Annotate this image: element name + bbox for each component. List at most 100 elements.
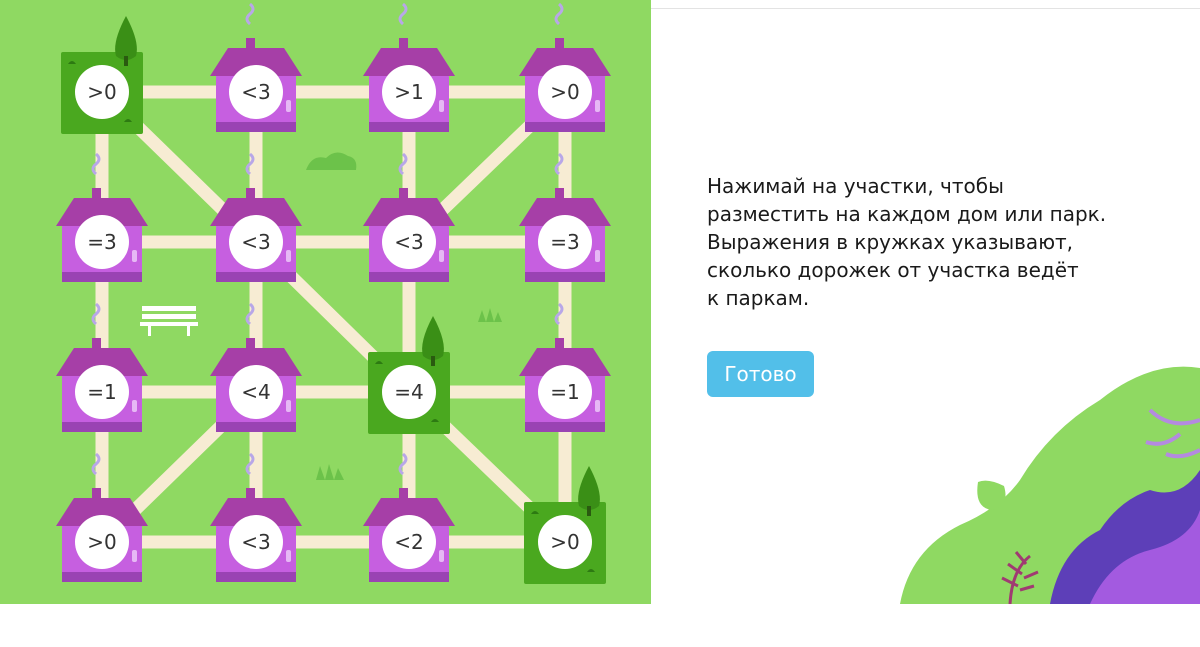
house-tile[interactable]: <4 (210, 302, 302, 432)
house-roof (210, 498, 302, 526)
house-tile[interactable]: =1 (56, 302, 148, 432)
smoke-icon (245, 452, 255, 476)
chimney (555, 38, 564, 52)
smoke-icon (554, 2, 564, 26)
house-roof (363, 498, 455, 526)
smoke-icon (554, 152, 564, 176)
tile-label: <3 (241, 80, 270, 104)
tiles-layer: >0 <3 >1 >0 =3 <3 <3 =3 =1 <4 =4 =1 >0 <3 <2 >0 (56, 2, 611, 584)
value-circle (229, 215, 283, 269)
tree-trunk (431, 356, 435, 366)
tile-label: =1 (87, 380, 116, 404)
decorative-foliage (900, 360, 1200, 605)
house-roof (363, 198, 455, 226)
house-base (216, 572, 296, 582)
value-circle (538, 65, 592, 119)
instruction-line: Выражения в кружках указывают, (707, 230, 1074, 254)
value-circle (229, 65, 283, 119)
house-tile[interactable]: >0 (519, 2, 611, 132)
house-base (525, 122, 605, 132)
chimney (399, 488, 408, 502)
window (439, 250, 444, 262)
instruction-line: к паркам. (707, 286, 810, 310)
house-base (369, 272, 449, 282)
tree-icon (578, 466, 600, 510)
house-roof (210, 198, 302, 226)
house-tile[interactable]: <3 (210, 152, 302, 282)
house-roof (519, 198, 611, 226)
chimney (246, 188, 255, 202)
chimney (399, 38, 408, 52)
window (286, 100, 291, 112)
window (286, 400, 291, 412)
house-tile[interactable]: =3 (56, 152, 148, 282)
value-circle (229, 365, 283, 419)
value-circle (382, 365, 436, 419)
tree-trunk (124, 56, 128, 66)
value-circle (75, 65, 129, 119)
done-button[interactable]: Готово (707, 351, 814, 397)
green-drop (977, 480, 1006, 510)
house-tile[interactable]: <3 (210, 452, 302, 582)
tile-label: >1 (394, 80, 423, 104)
house-base (525, 272, 605, 282)
house-base (62, 572, 142, 582)
value-circle (75, 215, 129, 269)
smoke-icon (245, 302, 255, 326)
tile-label: =3 (550, 230, 579, 254)
house-tile[interactable]: =1 (519, 302, 611, 432)
chimney (92, 488, 101, 502)
fern-leaves-icon (1001, 551, 1039, 592)
window (132, 250, 137, 262)
house-tile[interactable]: >1 (363, 2, 455, 132)
instruction-line: разместить на каждом дом или парк. (707, 202, 1107, 226)
window (439, 550, 444, 562)
chimney (555, 188, 564, 202)
smoke-icon (91, 152, 101, 176)
tile-label: >0 (550, 530, 579, 554)
chimney (246, 38, 255, 52)
house-roof (56, 498, 148, 526)
value-circle (538, 515, 592, 569)
grass-icon (316, 464, 344, 480)
window (132, 400, 137, 412)
instruction-line: Нажимай на участки, чтобы (707, 174, 1004, 198)
tile-label: <2 (394, 530, 423, 554)
lavender-icon (1145, 408, 1200, 459)
grass-tuft (587, 569, 595, 572)
window (595, 400, 600, 412)
house-tile[interactable]: <2 (363, 452, 455, 582)
house-tile[interactable]: >0 (56, 452, 148, 582)
house-tile[interactable]: <3 (210, 2, 302, 132)
top-divider (650, 8, 1200, 9)
house-base (216, 272, 296, 282)
grass-tuft (124, 119, 132, 122)
instruction-text: Нажимай на участки, чтобы разместить на … (707, 172, 1177, 312)
chimney (92, 338, 101, 352)
park-tile[interactable]: >0 (524, 466, 606, 584)
house-roof (56, 348, 148, 376)
smoke-icon (245, 2, 255, 26)
house-base (216, 422, 296, 432)
tile-label: =1 (550, 380, 579, 404)
park-tile[interactable]: =4 (368, 316, 450, 434)
window (595, 250, 600, 262)
window (286, 250, 291, 262)
chimney (246, 338, 255, 352)
house-tile[interactable]: <3 (363, 152, 455, 282)
tile-label: <3 (241, 230, 270, 254)
house-tile[interactable]: =3 (519, 152, 611, 282)
value-circle (538, 365, 592, 419)
house-roof (363, 48, 455, 76)
tree-trunk (587, 506, 591, 516)
window (595, 100, 600, 112)
instruction-line: сколько дорожек от участка ведёт (707, 258, 1079, 282)
park-tile[interactable]: >0 (61, 16, 143, 134)
tile-label: =3 (87, 230, 116, 254)
tile-label: <3 (394, 230, 423, 254)
tile-label: <3 (241, 530, 270, 554)
tile-label: >0 (550, 80, 579, 104)
smoke-icon (398, 2, 408, 26)
house-roof (519, 348, 611, 376)
grass-tuft (375, 361, 383, 364)
